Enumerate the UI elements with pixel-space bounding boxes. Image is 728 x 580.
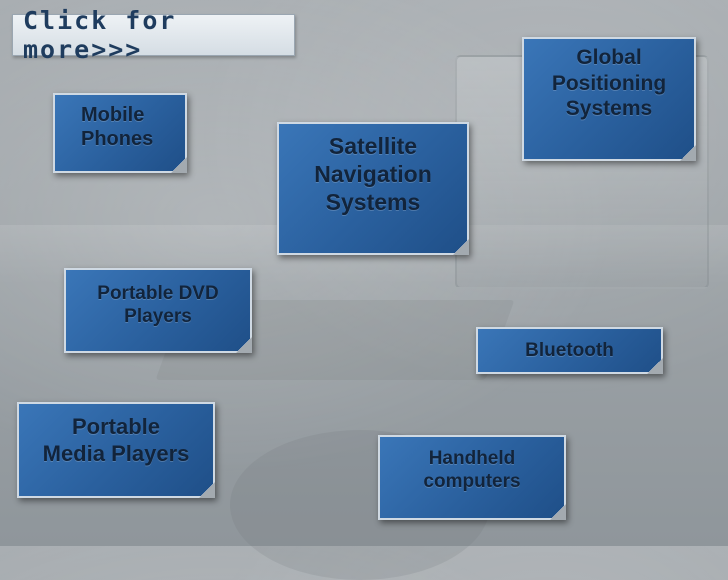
click-for-more-label: Click for more>>> (23, 6, 177, 64)
card-label: Portable Media Players (42, 414, 190, 466)
card-label: Handheld computers (423, 448, 521, 493)
card-bluetooth[interactable]: Bluetooth (476, 327, 663, 374)
card-label: Satellite Navigation Systems (314, 133, 432, 216)
card-handheld-computers[interactable]: Handheld computers (378, 435, 566, 520)
card-label: Bluetooth (525, 339, 614, 361)
click-for-more-button[interactable]: Click for more>>> (12, 6, 295, 64)
card-mobile-phones[interactable]: Mobile Phones (53, 93, 187, 173)
card-portable-media-players[interactable]: Portable Media Players (17, 402, 215, 498)
card-label: Mobile Phones (81, 104, 154, 151)
card-portable-dvd-players[interactable]: Portable DVD Players (64, 268, 252, 353)
card-satellite-navigation-systems[interactable]: Satellite Navigation Systems (277, 122, 469, 255)
card-label: Global Positioning Systems (551, 46, 667, 121)
card-label: Portable DVD Players (97, 283, 219, 328)
card-global-positioning-systems[interactable]: Global Positioning Systems (522, 37, 696, 161)
